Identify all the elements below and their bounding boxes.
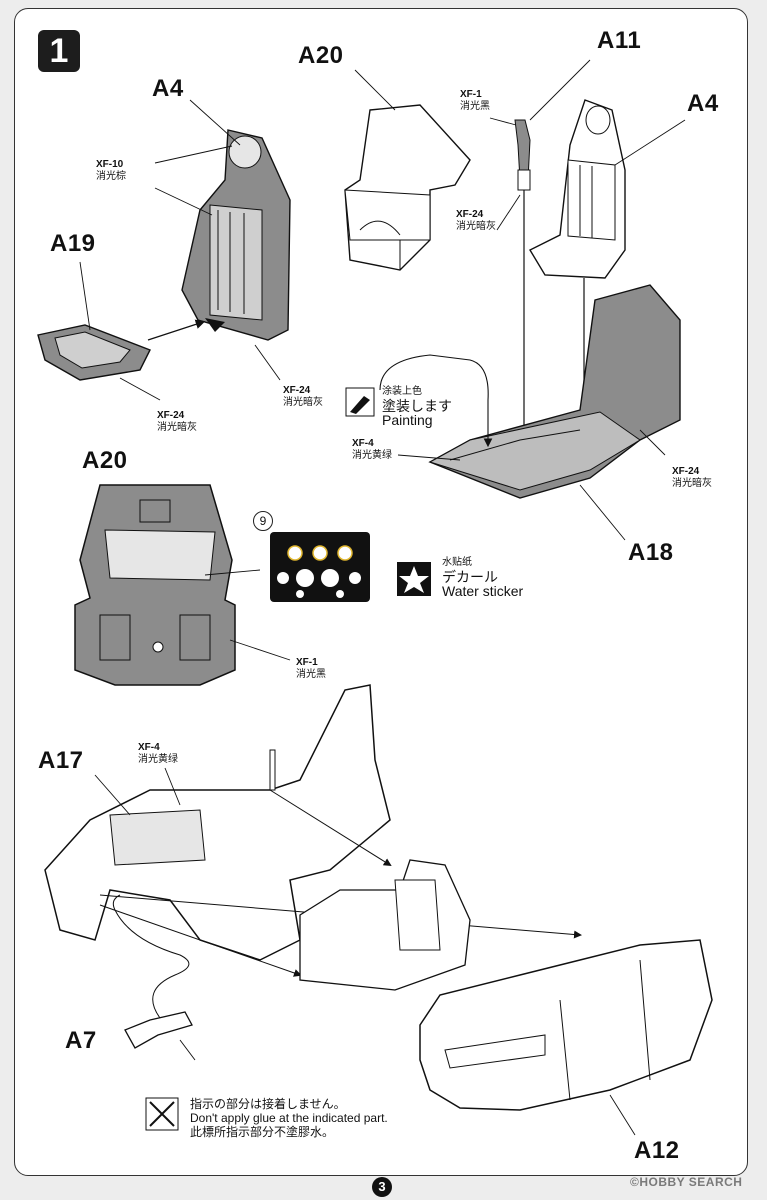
peg-a7	[112, 894, 193, 1049]
step-number-badge: 1	[38, 30, 80, 72]
glue-warning: 指示の部分は接着しません。 Don't apply glue at the in…	[190, 1097, 388, 1139]
seat-assembly	[299, 859, 471, 991]
part-label-a20-mid: A20	[82, 447, 128, 474]
part-label-a7: A7	[65, 1027, 97, 1054]
part-label-a12: A12	[634, 1137, 680, 1164]
part-label-a19: A19	[50, 230, 96, 257]
paintbrush-icon	[345, 387, 375, 417]
part-label-a4-right: A4	[687, 90, 719, 117]
headrest-a20-mid	[74, 484, 236, 686]
part-label-a11: A11	[597, 27, 642, 54]
watermark: ©HOBBY SEARCH	[630, 1175, 743, 1189]
part-label-a20-top: A20	[298, 42, 344, 69]
part-label-a17: A17	[38, 747, 84, 774]
seat-a4-right	[529, 99, 626, 443]
star-icon	[397, 562, 431, 596]
page-number: 3	[372, 1177, 392, 1197]
sticker-legend: 水贴纸 デカール Water sticker	[442, 557, 524, 599]
floor-a18	[379, 284, 681, 499]
headrest-a20-top	[344, 104, 471, 271]
leader-lines	[79, 59, 686, 1136]
fuselage-a12	[419, 939, 713, 1111]
tray-a19	[37, 319, 206, 381]
painting-legend: 涂装上色 塗装します Painting	[382, 386, 452, 428]
decal-instrument-panel	[270, 532, 370, 602]
part-label-a18: A18	[628, 539, 674, 566]
decal-reference-number: 9	[253, 511, 273, 531]
part-label-a4-left: A4	[152, 75, 184, 102]
stick-a11	[514, 119, 531, 443]
seat-a4-left	[181, 129, 291, 341]
no-glue-icon	[145, 1097, 179, 1131]
